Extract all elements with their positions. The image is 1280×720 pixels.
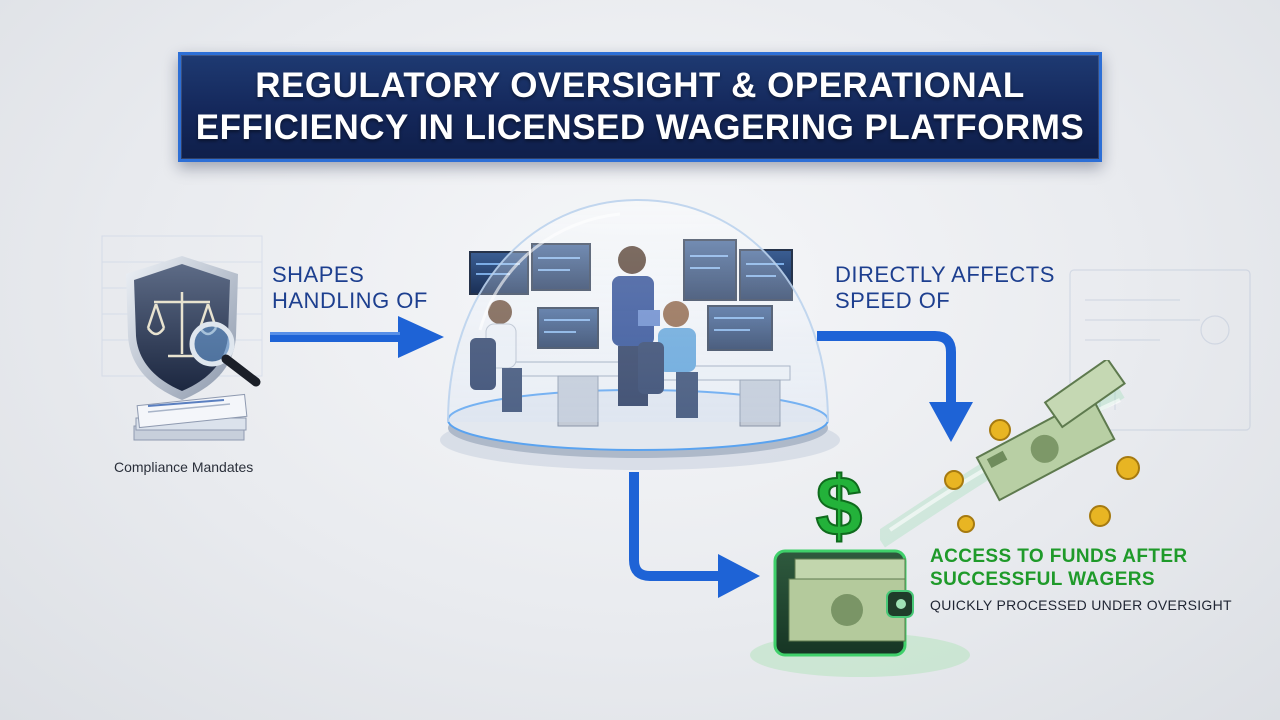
arrow-right-down-icon: [817, 331, 973, 442]
funds-title-line-2: SUCCESSFUL WAGERS: [930, 569, 1155, 590]
operations-center-dome: [447, 198, 829, 458]
shield-scales-magnifier-icon: [126, 256, 261, 441]
funds-subtitle: QUICKLY PROCESSED UNDER OVERSIGHT: [930, 597, 1232, 613]
flow-label-1-line-2: HANDLING OF: [272, 288, 428, 313]
flow-label-2-line-1: DIRECTLY AFFECTS: [835, 262, 1055, 287]
money-stream-icon: [880, 360, 1140, 548]
arrow-right-icon: [270, 316, 444, 358]
wallet-dollar-icon: $: [773, 458, 914, 657]
compliance-label: Compliance Mandates: [114, 459, 254, 475]
svg-text:$: $: [816, 459, 863, 553]
title-line-1: REGULATORY OVERSIGHT & OPERATIONAL: [255, 66, 1025, 105]
title-banner: REGULATORY OVERSIGHT & OPERATIONAL EFFIC…: [178, 52, 1102, 162]
flow-label-1: SHAPES HANDLING OF: [272, 262, 428, 314]
funds-title-line-1: ACCESS TO FUNDS AFTER: [930, 546, 1188, 567]
funds-title: ACCESS TO FUNDS AFTER SUCCESSFUL WAGERS: [930, 545, 1188, 591]
flow-label-2: DIRECTLY AFFECTS SPEED OF: [835, 262, 1055, 314]
flow-label-2-line-2: SPEED OF: [835, 288, 951, 313]
title-line-2: EFFICIENCY IN LICENSED WAGERING PLATFORM…: [195, 108, 1085, 147]
arrow-down-right-icon: [629, 472, 760, 598]
flow-label-1-line-1: SHAPES: [272, 262, 365, 287]
